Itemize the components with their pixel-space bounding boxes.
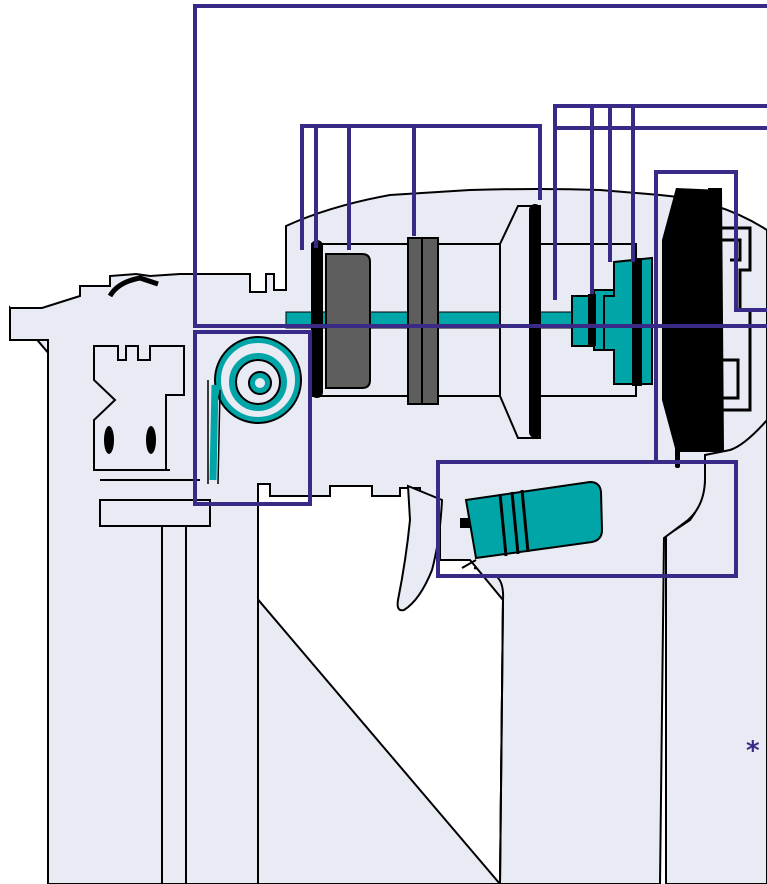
top-hook — [107, 275, 159, 298]
coil-spring — [207, 336, 302, 485]
rear-collar-band — [588, 294, 596, 346]
spring-callout-box — [193, 330, 312, 506]
motor-callout-box — [654, 170, 767, 462]
outer-callout-frame — [193, 4, 767, 328]
piston-assembly-callout-box — [300, 124, 542, 250]
cartridge-callout-box — [436, 460, 738, 578]
footnote-asterisk: * — [746, 736, 760, 766]
magazine — [99, 499, 211, 527]
motor-cap-slot — [675, 446, 680, 468]
motor-cap-dot — [674, 436, 680, 442]
nose-hole-right — [146, 426, 156, 454]
cylinder-flange-seal — [529, 204, 541, 438]
head-valve-band — [632, 258, 642, 386]
motor-cap-plate — [708, 188, 722, 450]
trigger — [396, 484, 444, 612]
nose-block — [93, 345, 185, 471]
battery-cartridge — [460, 480, 604, 569]
front-seal — [311, 240, 323, 398]
nose-hole-left — [104, 426, 114, 454]
valve-callout-box — [553, 104, 767, 300]
piston — [325, 253, 371, 389]
